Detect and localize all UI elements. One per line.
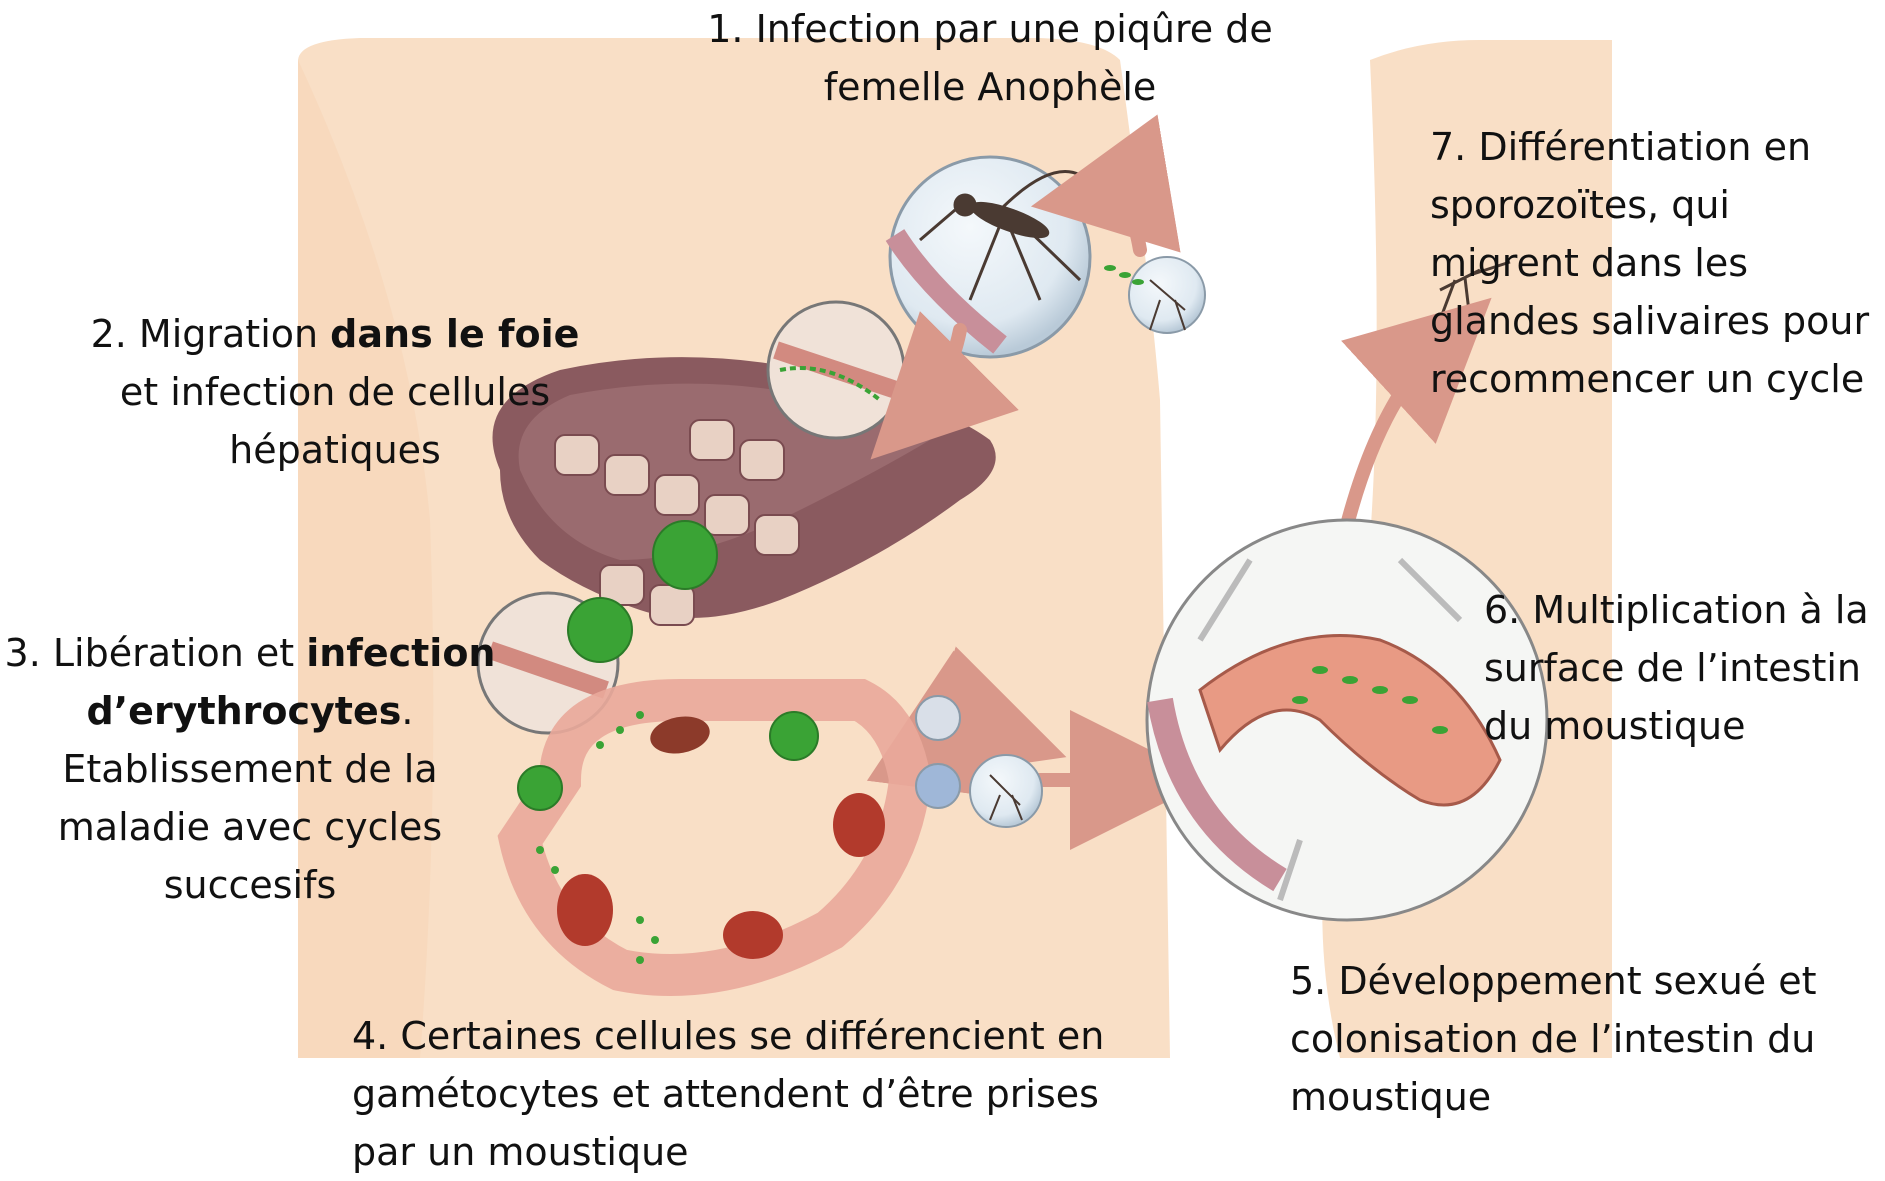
small-mosquito-circle-bottom <box>970 755 1042 827</box>
step1-label: 1. Infection par une piqûre de femelle A… <box>690 0 1290 116</box>
step7-line5: recommencer un cycle <box>1430 350 1885 408</box>
mosquito-bite-circle <box>890 157 1090 357</box>
step7-line2: sporozoïtes, qui <box>1430 176 1885 234</box>
step2-label: 2. Migration dans le foie et infection d… <box>60 305 610 479</box>
step1-line2: femelle Anophèle <box>690 58 1290 116</box>
liver-zoom-circle-top <box>768 302 904 438</box>
step3-line3: Etablissement de la <box>0 740 500 798</box>
step4-line1: 4. Certaines cellules se différencient e… <box>352 1007 1172 1065</box>
step1-line1: 1. Infection par une piqûre de <box>690 0 1290 58</box>
step4-line3: par un moustique <box>352 1123 1172 1181</box>
step5-label: 5. Développement sexué et colonisation d… <box>1290 952 1880 1126</box>
step5-line3: moustique <box>1290 1068 1880 1126</box>
step3-line4: maladie avec cycles <box>0 798 500 856</box>
step7-line3: migrent dans les <box>1430 234 1885 292</box>
step4-label: 4. Certaines cellules se différencient e… <box>352 1007 1172 1181</box>
step5-line1: 5. Développement sexué et <box>1290 952 1880 1010</box>
step6-label: 6. Multiplication à la surface de l’inte… <box>1484 581 1884 755</box>
step4-line2: gamétocytes et attendent d’être prises <box>352 1065 1172 1123</box>
step3-line1: 3. Libération et infection <box>0 624 500 682</box>
step2-line2: et infection de cellules <box>60 363 610 421</box>
step6-line3: du moustique <box>1484 697 1884 755</box>
step7-line4: glandes salivaires pour <box>1430 292 1885 350</box>
step2-line1: 2. Migration dans le foie <box>60 305 610 363</box>
step7-line1: 7. Différentiation en <box>1430 118 1885 176</box>
step3-label: 3. Libération et infection d’erythrocyte… <box>0 624 500 914</box>
step3-line2: d’erythrocytes. <box>0 682 500 740</box>
step6-line2: surface de l’intestin <box>1484 639 1884 697</box>
step5-line2: colonisation de l’intestin du <box>1290 1010 1880 1068</box>
step2-line3: hépatiques <box>60 421 610 479</box>
step6-line1: 6. Multiplication à la <box>1484 581 1884 639</box>
step3-line5: succesifs <box>0 856 500 914</box>
step7-label: 7. Différentiation en sporozoïtes, qui m… <box>1430 118 1885 408</box>
